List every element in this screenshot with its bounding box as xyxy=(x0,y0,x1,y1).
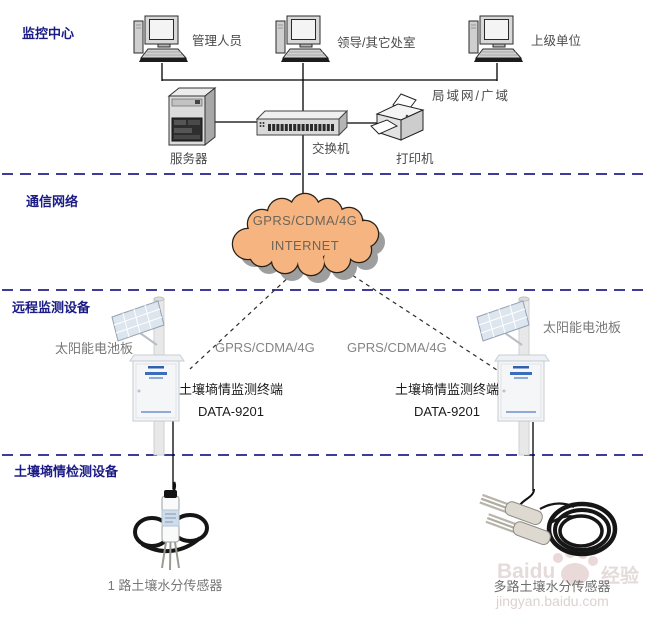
terminal-left-label: 土壤墒情监测终端 xyxy=(178,382,283,397)
gprs-links xyxy=(189,270,498,371)
section-soil-devices: 土壤墒情检测设备 xyxy=(14,464,119,479)
computer-leader-label: 领导/其它处室 xyxy=(337,36,416,50)
watermark-brand-left: Baidu xyxy=(497,560,556,583)
computer-leader-icon xyxy=(275,15,331,63)
server-label: 服务器 xyxy=(170,152,208,166)
computer-superior-label: 上级单位 xyxy=(531,34,582,48)
terminal-left-model: DATA-9201 xyxy=(198,404,264,419)
gprs-link-right xyxy=(345,270,498,371)
printer-label: 打印机 xyxy=(396,152,434,166)
terminal-right-model: DATA-9201 xyxy=(414,404,480,419)
server-icon xyxy=(168,87,216,146)
section-comm-network: 通信网络 xyxy=(26,194,79,209)
lan-connections xyxy=(161,63,534,491)
section-remote-devices: 远程监测设备 xyxy=(12,300,91,315)
computer-admin-icon xyxy=(133,15,189,63)
lan-wan-label: 局域网/广域 xyxy=(432,89,510,103)
sensor-multi-label: 多路土壤水分传感器 xyxy=(493,579,611,594)
cloud-internet-label: INTERNET xyxy=(270,238,340,253)
watermark-brand-right: 经验 xyxy=(601,566,640,587)
sensor-single-label: 1 路土壤水分传感器 xyxy=(107,578,223,593)
soil-sensor-single-icon xyxy=(133,480,209,572)
soil-sensor-multi-icon xyxy=(479,489,615,554)
gprs-link-left-label: GPRS/CDMA/4G xyxy=(215,340,315,355)
watermark-site: jingyan.baidu.com xyxy=(496,593,609,609)
computer-superior-icon xyxy=(468,15,524,63)
switch-icon xyxy=(256,110,348,136)
terminal-right-label: 土壤墒情监测终端 xyxy=(394,382,499,397)
solar-station-right-icon xyxy=(476,296,550,456)
computer-admin-label: 管理人员 xyxy=(192,34,243,48)
gprs-link-right-label: GPRS/CDMA/4G xyxy=(347,340,447,355)
solar-panel-right-label: 太阳能电池板 xyxy=(543,320,622,335)
cloud-network-label: GPRS/CDMA/4G xyxy=(252,213,358,228)
solar-panel-left-label: 太阳能电池板 xyxy=(55,341,134,356)
printer-icon xyxy=(370,93,424,141)
switch-label: 交换机 xyxy=(312,142,350,156)
section-dividers xyxy=(2,173,650,456)
section-monitoring-center: 监控中心 xyxy=(22,26,75,41)
